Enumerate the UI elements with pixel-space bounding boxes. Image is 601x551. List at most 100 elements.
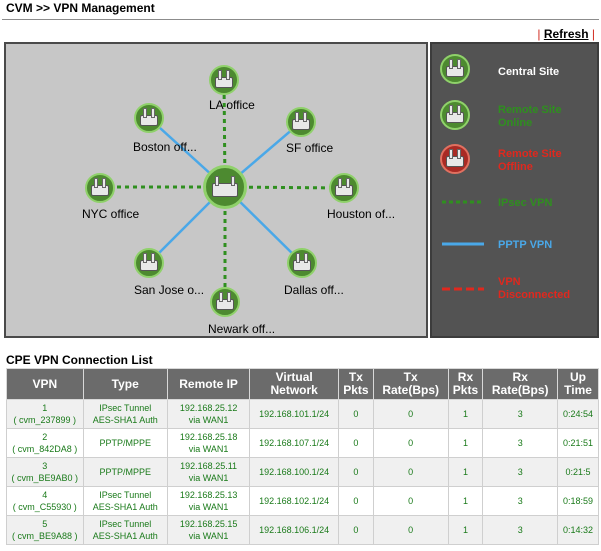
cell-rx-rate-text: 3 (517, 409, 523, 419)
ipsec-line-sample (442, 200, 484, 204)
cell-vpn-text: ( cvm_C55930 ) (12, 502, 77, 512)
legend-central-label: Central Site (498, 66, 560, 78)
router-icon (446, 59, 464, 77)
legend-central (440, 54, 470, 84)
cell-type-text: PPTP/MPPE (99, 467, 151, 477)
cell-virtual-network-text: 192.168.100.1/24 (259, 467, 330, 477)
router-icon (216, 292, 234, 310)
remote-online-icon (440, 100, 470, 130)
vpn-topology-map: LA office SF office Houston of... Dallas… (4, 42, 428, 338)
cell-tx-rate: 0 (372, 428, 449, 458)
cell-uptime: 0:18:59 (557, 486, 599, 516)
cell-virtual-network: 192.168.106.1/24 (249, 515, 339, 545)
page-title: CVM >> VPN Management (6, 1, 155, 15)
cell-type-text: PPTP/MPPE (99, 438, 151, 448)
cell-rx-pkts-text: 1 (462, 496, 468, 506)
node-newark-office[interactable] (210, 287, 240, 317)
cell-rx-rate-text: 3 (517, 496, 523, 506)
router-icon (140, 108, 158, 126)
cell-rx-pkts-text: 1 (462, 467, 468, 477)
node-houston-office[interactable] (329, 173, 359, 203)
cell-rx-rate: 3 (482, 486, 559, 516)
cell-type-text: AES-SHA1 Auth (92, 531, 158, 541)
node-la-office[interactable] (209, 65, 239, 95)
col-type: Type (82, 368, 168, 400)
cell-type-text: IPsec Tunnel (99, 490, 152, 500)
cell-tx-pkts-text: 0 (353, 496, 359, 506)
legend-offline-label: Remote Site Offline (498, 148, 562, 173)
node-boston-office[interactable] (134, 103, 164, 133)
router-icon (140, 253, 158, 271)
cell-type-text: AES-SHA1 Auth (92, 415, 158, 425)
cell-rx-rate: 3 (482, 428, 559, 458)
cell-virtual-network: 192.168.100.1/24 (249, 457, 339, 487)
node-label-sf: SF office (286, 141, 334, 155)
cell-uptime-text: 0:14:32 (563, 525, 594, 535)
cell-tx-rate-text: 0 (408, 525, 414, 535)
cell-remote-ip-text: via WAN1 (188, 415, 229, 425)
cell-tx-pkts-text: 0 (353, 438, 359, 448)
node-sf-office[interactable] (286, 107, 316, 137)
cell-remote-ip-text: 192.168.25.11 (180, 461, 238, 471)
cell-rx-pkts: 1 (447, 428, 484, 458)
cell-vpn-text: 1 (42, 403, 48, 413)
cell-vpn: 2( cvm_842DA8 ) (6, 428, 84, 458)
cell-tx-pkts: 0 (337, 515, 374, 545)
cell-type-text: IPsec Tunnel (99, 403, 152, 413)
col-vpn: VPN (6, 368, 84, 400)
node-label-houston: Houston of... (327, 207, 396, 221)
router-icon (215, 70, 233, 88)
cell-vpn-text: 3 (42, 461, 48, 471)
central-site-node[interactable] (203, 165, 247, 209)
node-label-boston: Boston off... (133, 140, 197, 154)
cell-vpn-text: 4 (42, 490, 48, 500)
cell-virtual-network-text: 192.168.101.1/24 (259, 409, 330, 419)
connection-list-title: CPE VPN Connection List (6, 353, 153, 367)
cell-vpn-text: ( cvm_BE9AB0 ) (11, 473, 79, 483)
cell-tx-pkts-text: 0 (353, 467, 359, 477)
legend-online-label: Remote Site Online (498, 104, 562, 129)
cell-tx-pkts: 0 (337, 428, 374, 458)
cell-type: PPTP/MPPE (82, 428, 168, 458)
cell-virtual-network: 192.168.101.1/24 (249, 399, 339, 429)
node-label-dallas: Dallas off... (284, 283, 344, 297)
legend-pptp-label: PPTP VPN (498, 239, 553, 251)
cell-vpn-text: ( cvm_842DA8 ) (12, 444, 78, 454)
cell-rx-rate-text: 3 (517, 438, 523, 448)
cell-tx-rate: 0 (372, 457, 449, 487)
cell-vpn-text: 5 (42, 519, 48, 529)
node-sanjose-office[interactable] (134, 248, 164, 278)
cell-remote-ip-text: via WAN1 (188, 531, 229, 541)
cell-remote-ip-text: via WAN1 (188, 444, 229, 454)
node-dallas-office[interactable] (287, 248, 317, 278)
node-label-nyc: NYC office (82, 207, 140, 221)
legend-disconnected-label: VPN Disconnected (498, 276, 571, 301)
router-icon (212, 175, 238, 197)
router-icon (293, 253, 311, 271)
cell-rx-rate: 3 (482, 515, 559, 545)
cell-rx-rate-text: 3 (517, 467, 523, 477)
cell-type-text: AES-SHA1 Auth (92, 502, 158, 512)
cell-tx-pkts-text: 0 (353, 409, 359, 419)
node-nyc-office[interactable] (85, 173, 115, 203)
cell-uptime: 0:21:51 (557, 428, 599, 458)
cell-uptime-text: 0:18:59 (563, 496, 594, 506)
refresh-link[interactable]: Refresh (543, 27, 589, 41)
cell-virtual-network-text: 192.168.102.1/24 (259, 496, 330, 506)
